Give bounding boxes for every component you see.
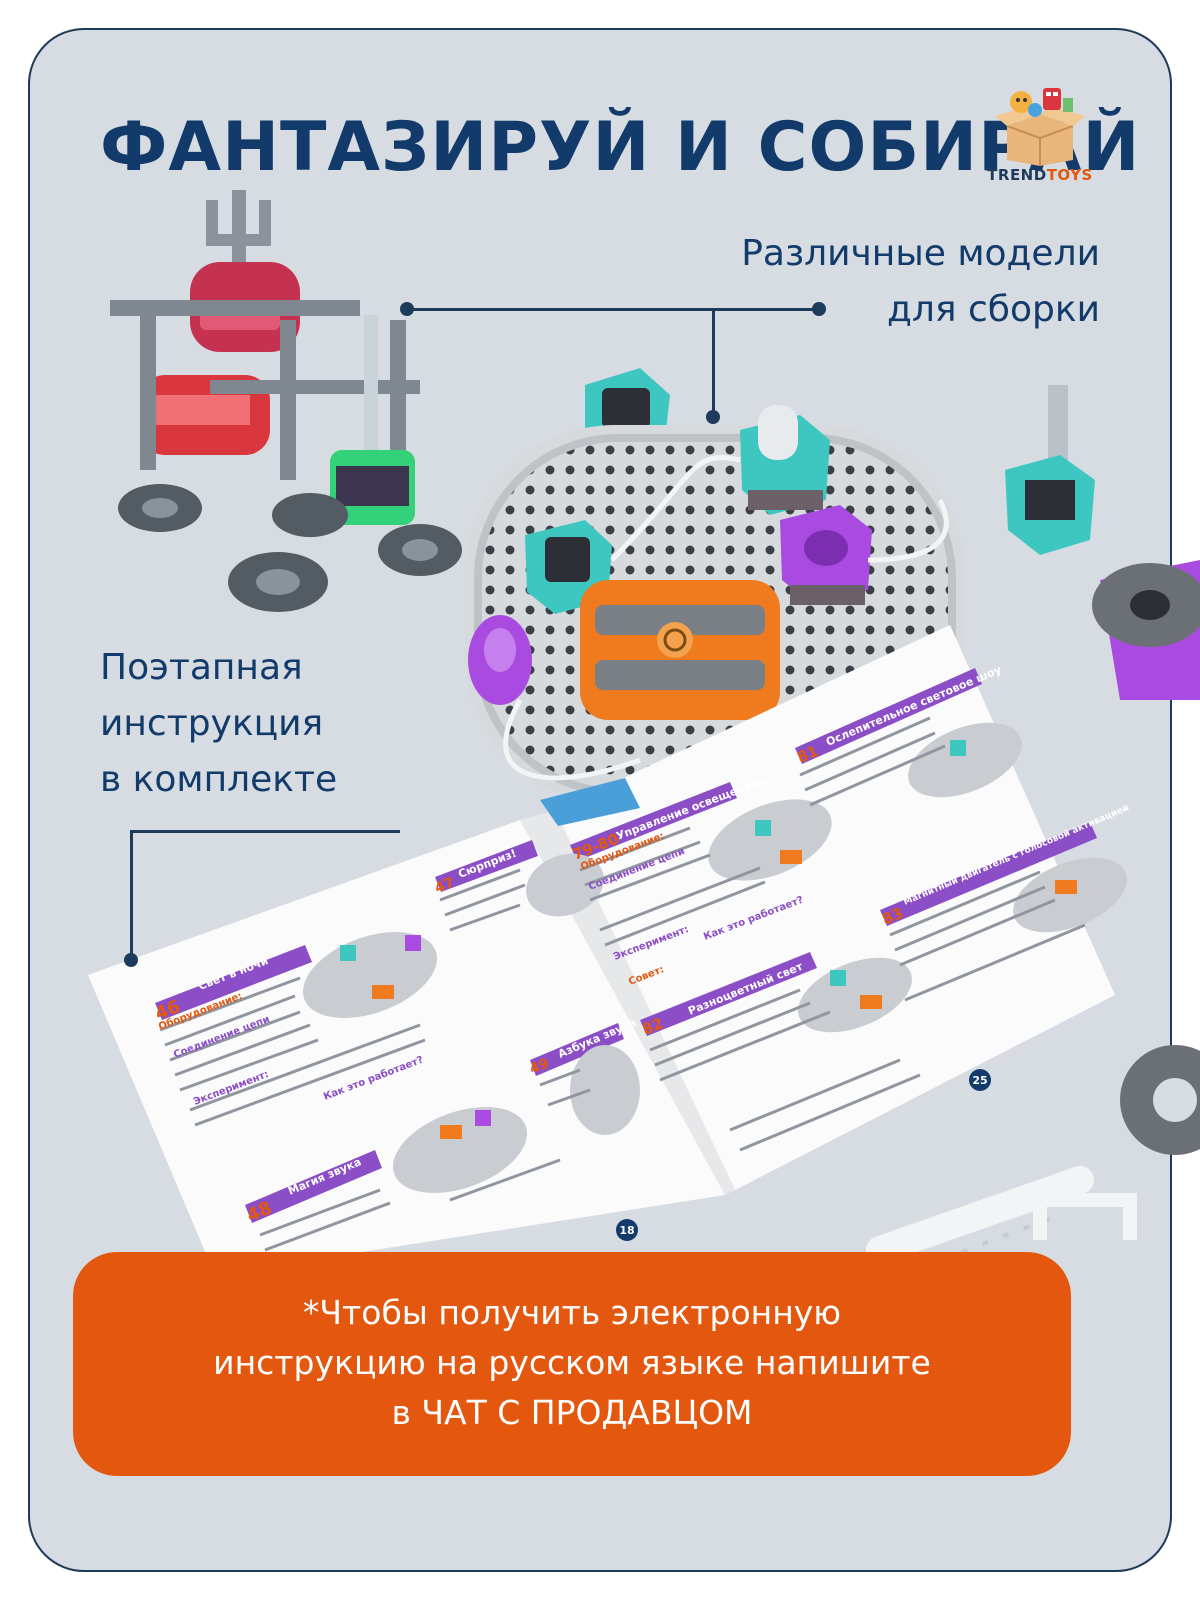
banner-line1: *Чтобы получить электронную xyxy=(302,1293,842,1332)
callout-instructions-line2: инструкция xyxy=(100,703,324,744)
banner-line2: инструкцию на русском языке напишите xyxy=(213,1343,931,1382)
callout-dot xyxy=(706,410,720,424)
callout-models-line1: Различные модели xyxy=(741,233,1100,274)
booklet-right-page-number: 25 xyxy=(972,1074,987,1087)
instruction-booklet xyxy=(88,625,1127,1275)
loose-module-stick xyxy=(1005,385,1095,555)
loose-parts xyxy=(866,1045,1200,1277)
callout-dot xyxy=(124,953,138,967)
page-title: ФАНТАЗИРУЙ И СОБИРАЙ xyxy=(100,108,1141,187)
callout-connector-models-drop xyxy=(712,308,715,418)
booklet-section-47-number: 47 xyxy=(433,875,457,897)
toy-box-icon xyxy=(995,88,1085,166)
logo-text: TRENDTOYS xyxy=(985,166,1095,184)
booklet-left-page-number: 18 xyxy=(619,1224,634,1237)
callout-connector-instructions-drop xyxy=(130,830,133,960)
callout-dot xyxy=(812,302,826,316)
banner-line3: в ЧАТ С ПРОДАВЦОМ xyxy=(391,1393,753,1432)
logo-text-toys: TOYS xyxy=(1046,166,1093,184)
brand-logo: TRENDTOYS xyxy=(985,82,1095,192)
callout-instructions: Поэтапная инструкция в комплекте xyxy=(100,640,337,808)
callout-instructions-line3: в комплекте xyxy=(100,759,338,800)
booklet-section-49-number: 49 xyxy=(527,1055,551,1077)
loose-module-speaker xyxy=(1092,560,1200,700)
callout-dot xyxy=(400,302,414,316)
callout-connector-models xyxy=(407,308,817,311)
logo-text-trend: TREND xyxy=(987,166,1047,184)
callout-models: Различные модели для сборки xyxy=(741,226,1100,338)
seller-chat-banner: *Чтобы получить электронную инструкцию н… xyxy=(73,1252,1071,1476)
callout-models-line2: для сборки xyxy=(886,289,1100,330)
callout-instructions-line1: Поэтапная xyxy=(100,647,303,688)
callout-connector-instructions xyxy=(130,830,400,833)
robot-model xyxy=(110,190,462,612)
